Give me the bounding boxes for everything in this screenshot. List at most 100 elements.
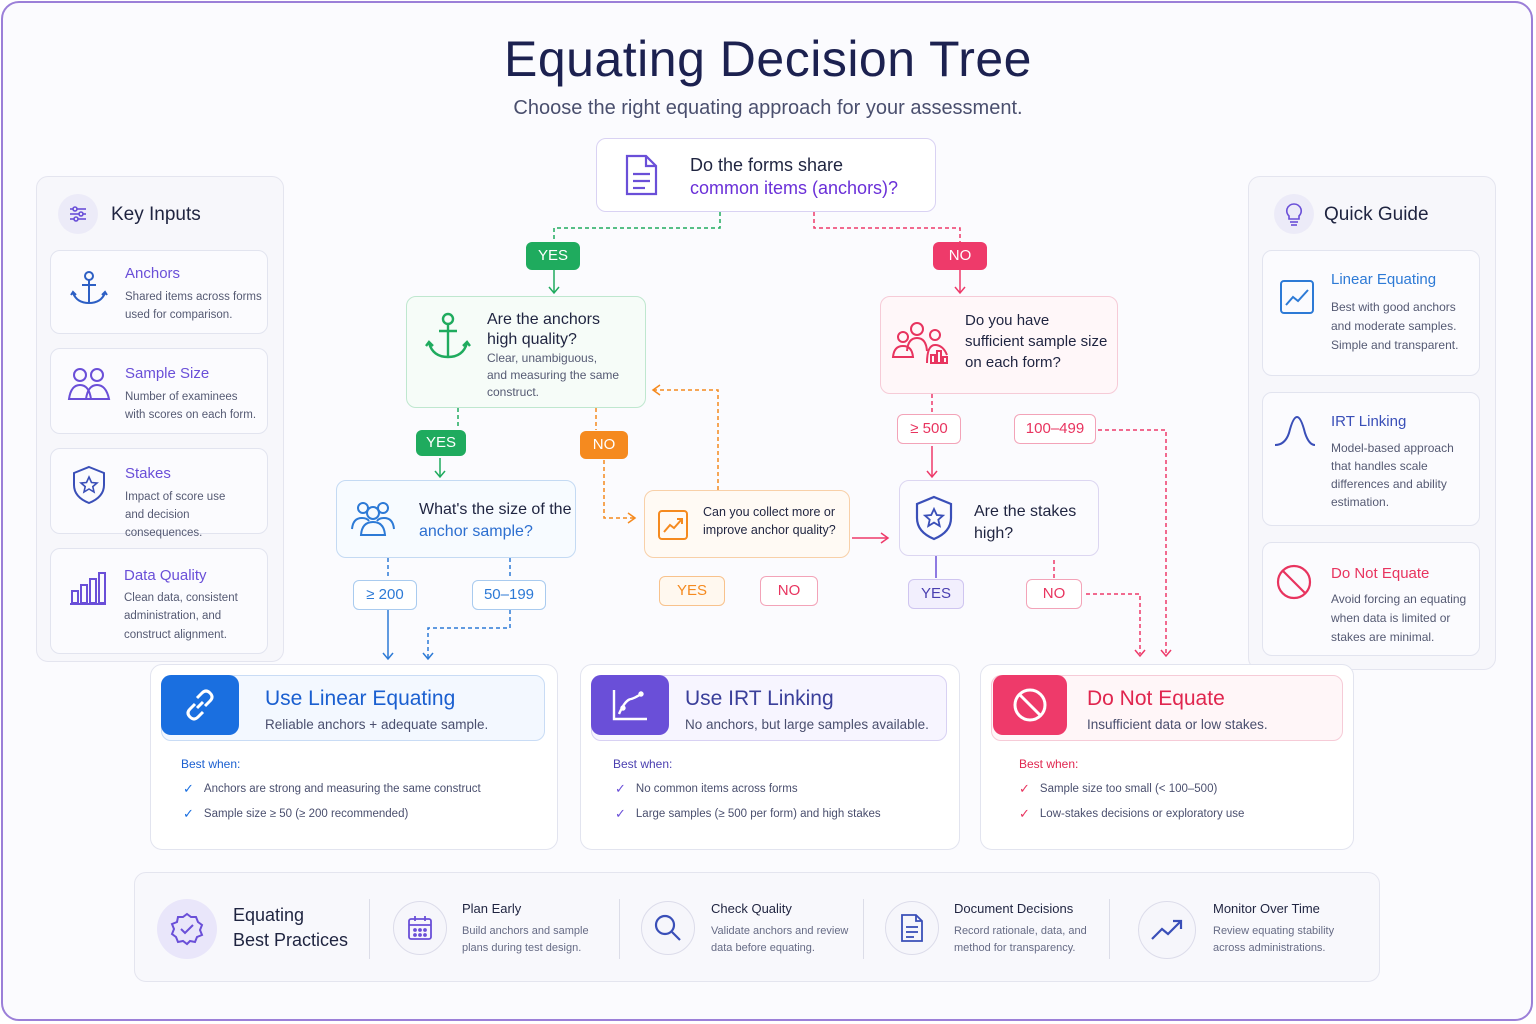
practice-desc: Validate anchors and review <box>711 925 849 937</box>
anchor-icon <box>70 271 108 305</box>
calendar-icon <box>393 901 447 955</box>
key-input-desc: Impact of score use <box>125 491 226 503</box>
sample-size-line3: on each form? <box>965 354 1061 371</box>
stakes-line1: Are the stakes <box>974 503 1077 520</box>
quick-guide-desc: Simple and transparent. <box>1331 338 1459 352</box>
best-practices-title: Equating <box>233 905 305 925</box>
document-icon <box>625 154 658 196</box>
key-input-label: Sample Size <box>125 365 210 382</box>
quick-guide-desc: Avoid forcing an equating <box>1331 592 1467 606</box>
key-input-sample-size: Sample Size Number of examinees with sco… <box>50 348 268 434</box>
best-practices-title: Best Practices <box>233 930 349 950</box>
quick-guide-title: Quick Guide <box>1324 204 1429 225</box>
prohibited-icon <box>1276 564 1312 600</box>
practice-desc: Review equating stability <box>1213 925 1335 937</box>
badge-check-icon <box>157 899 217 959</box>
anchor-sample-line2: anchor sample? <box>419 523 533 540</box>
root-question-line1: Do the forms share <box>690 155 844 175</box>
practice-desc: across administrations. <box>1213 942 1326 954</box>
practice-heading: Document Decisions <box>954 901 1074 916</box>
result-linear-equating: Use Linear Equating Reliable anchors + a… <box>150 664 558 850</box>
quick-guide-label: Linear Equating <box>1331 271 1437 288</box>
magnifier-icon <box>641 901 695 955</box>
bar-chart-icon <box>70 572 106 605</box>
anchor-quality-desc: construct. <box>487 385 540 399</box>
key-input-desc: and decision consequences. <box>125 509 203 539</box>
divider <box>369 899 370 959</box>
result-subtitle: Insufficient data or low stakes. <box>1087 717 1268 732</box>
result-title: Use Linear Equating <box>265 687 456 710</box>
quick-guide-label: Do Not Equate <box>1331 565 1430 582</box>
no-badge: NO <box>933 242 987 270</box>
anchor-quality-desc: and measuring the same <box>487 368 620 382</box>
best-when-label: Best when: <box>613 757 673 771</box>
stakes-line2: high? <box>974 525 1014 542</box>
key-input-desc: used for comparison. <box>125 309 233 321</box>
anchor-quality-node: Are the anchors high quality? Clear, una… <box>406 296 646 408</box>
quick-guide-linear: Linear Equating Best with good anchors a… <box>1262 250 1480 376</box>
collect-more-node: Can you collect more or improve anchor q… <box>644 490 850 558</box>
best-when-label: Best when: <box>1019 757 1079 771</box>
check-icon: ✓ <box>615 806 626 821</box>
practice-heading: Plan Early <box>462 901 522 916</box>
bell-curve-icon <box>1274 415 1316 446</box>
check-item: ✓ Sample size ≥ 50 (≥ 200 recommended) <box>183 806 408 822</box>
key-input-label: Anchors <box>125 265 181 282</box>
practice-desc: plans during test design. <box>462 942 582 954</box>
yes-badge: YES <box>526 242 580 270</box>
line-chart-icon <box>1280 280 1314 314</box>
anchor-quality-line1: Are the anchors <box>487 311 600 328</box>
key-input-label: Stakes <box>125 465 171 482</box>
collect-more-line2: improve anchor quality? <box>703 523 836 537</box>
quick-guide-desc: that handles scale <box>1331 459 1428 473</box>
users-icon <box>891 322 948 364</box>
users-icon <box>351 502 395 536</box>
key-input-data-quality: Data Quality Clean data, consistent admi… <box>50 548 268 654</box>
stakes-node: Are the stakes high? <box>899 480 1099 556</box>
anchor-icon <box>425 312 471 359</box>
key-input-anchors: Anchors Shared items across forms used f… <box>50 250 268 334</box>
divider <box>619 899 620 959</box>
range-50-199-badge: 50–199 <box>472 580 546 610</box>
anchor-quality-line2: high quality? <box>487 331 577 348</box>
quick-guide-desc: and moderate samples. <box>1331 319 1457 333</box>
divider <box>1109 899 1110 959</box>
sliders-icon <box>58 194 98 234</box>
sample-size-node: Do you have sufficient sample size on ea… <box>880 296 1118 394</box>
best-practices-bar: Equating Best Practices Plan Early Build… <box>134 872 1380 982</box>
check-text: Large samples (≥ 500 per form) and high … <box>635 808 881 820</box>
key-inputs-title: Key Inputs <box>111 204 201 225</box>
collect-more-line1: Can you collect more or <box>703 505 836 519</box>
check-item: ✓ No common items across forms <box>615 781 798 797</box>
quick-guide-desc: differences and ability <box>1331 477 1447 491</box>
trend-chart-icon <box>658 510 688 540</box>
quick-guide-label: IRT Linking <box>1331 413 1407 430</box>
lightbulb-icon <box>1274 194 1314 234</box>
check-icon: ✓ <box>1019 781 1030 796</box>
sample-size-line2: sufficient sample size <box>965 333 1108 350</box>
practice-desc: method for transparency. <box>954 942 1076 954</box>
root-question-line2: common items (anchors)? <box>690 178 899 198</box>
yes-badge: YES <box>908 579 964 609</box>
users-icon <box>67 368 111 400</box>
key-input-stakes: Stakes Impact of score use and decision … <box>50 448 268 539</box>
result-irt-linking: Use IRT Linking No anchors, but large sa… <box>580 664 960 850</box>
practice-desc: Build anchors and sample <box>462 925 589 937</box>
no-badge: NO <box>760 576 818 606</box>
check-icon: ✓ <box>183 806 194 821</box>
document-icon <box>885 901 939 955</box>
check-text: Anchors are strong and measuring the sam… <box>203 783 481 795</box>
check-text: Low-stakes decisions or exploratory use <box>1039 808 1245 820</box>
ge200-badge: ≥ 200 <box>353 580 417 610</box>
curve-chart-icon <box>591 675 669 735</box>
quick-guide-desc: estimation. <box>1331 495 1390 509</box>
best-when-label: Best when: <box>181 757 241 771</box>
check-item: ✓ Large samples (≥ 500 per form) and hig… <box>615 806 881 822</box>
check-item: ✓ Low-stakes decisions or exploratory us… <box>1019 806 1244 822</box>
practice-desc: data before equating. <box>711 942 815 954</box>
result-title: Do Not Equate <box>1087 687 1225 710</box>
quick-guide-desc: Best with good anchors <box>1331 300 1456 314</box>
check-text: Sample size too small (< 100–500) <box>1039 783 1218 795</box>
no-badge: NO <box>580 431 628 459</box>
